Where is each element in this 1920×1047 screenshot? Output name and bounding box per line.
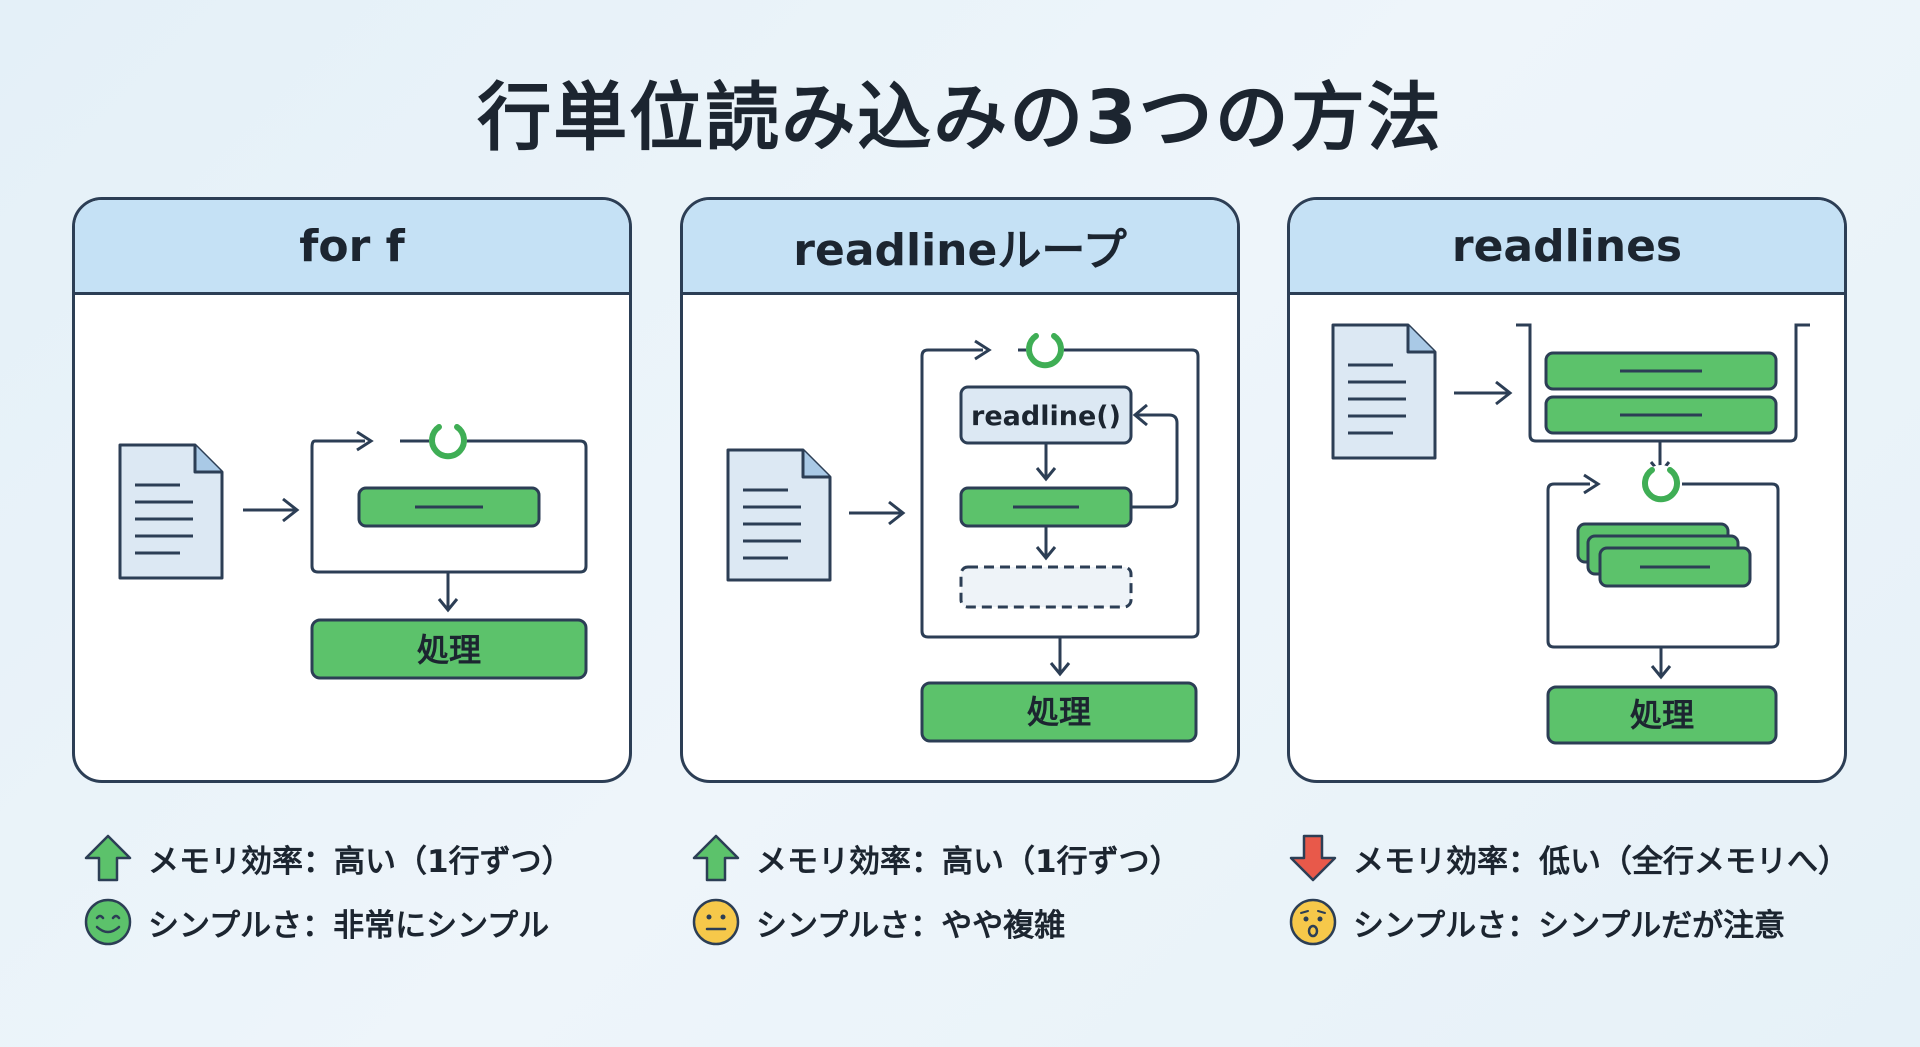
process-label: 処理: [1027, 693, 1091, 731]
readline-call-box: readline(): [959, 385, 1133, 445]
empty-line-placeholder: [959, 565, 1133, 609]
panel-for-f: for f: [72, 197, 632, 783]
up-arrow-icon: [84, 834, 132, 882]
document-icon: [1331, 323, 1437, 460]
down-arrow: [1035, 526, 1057, 561]
panel-header: readlines: [1290, 200, 1844, 295]
notes-for-f: メモリ効率：高い（1行ずつ） シンプルさ：非常にシンプル: [82, 826, 682, 954]
down-arrow: [1650, 647, 1672, 680]
memory-note-text: メモリ効率：高い（1行ずつ）: [148, 843, 573, 880]
panel-header: for f: [75, 200, 629, 295]
panel-header: readlineループ: [683, 200, 1237, 295]
readline-loop-diagram: readline() 処理: [726, 331, 1200, 743]
line-item: [1544, 395, 1778, 435]
memory-note: メモリ効率：高い（1行ずつ）: [690, 826, 1290, 890]
right-arrow-icon: [1454, 380, 1513, 406]
process-label: 処理: [1630, 696, 1694, 734]
line-item: [357, 486, 541, 528]
memory-container: [1516, 323, 1810, 443]
return-arrow: [1131, 403, 1179, 509]
memory-note-text: メモリ効率：低い（全行メモリへ）: [1353, 843, 1849, 880]
notes-readline-loop: メモリ効率：高い（1行ずつ） シンプルさ：やや複雑: [690, 826, 1290, 954]
for-f-diagram: 処理: [118, 422, 588, 680]
loop-icon: [429, 422, 467, 460]
panel-readlines: readlines: [1287, 197, 1847, 783]
process-box: 処理: [310, 618, 588, 680]
down-arrow: [1035, 443, 1057, 482]
down-arrow-icon: [1289, 834, 1337, 882]
process-label: 処理: [417, 631, 481, 669]
line-item: [959, 486, 1133, 528]
simplicity-note: シンプルさ：シンプルだが注意: [1287, 890, 1907, 954]
simplicity-note-text: シンプルさ：非常にシンプル: [148, 907, 550, 944]
memory-note: メモリ効率：低い（全行メモリへ）: [1287, 826, 1907, 890]
readlines-diagram: 処理: [1331, 323, 1810, 745]
memory-note: メモリ効率：高い（1行ずつ）: [82, 826, 682, 890]
down-arrow: [1049, 637, 1071, 677]
loop-box: [1546, 473, 1780, 649]
document-icon: [118, 443, 224, 580]
line-item: [1544, 351, 1778, 391]
stacked-lines: [1576, 522, 1752, 588]
loop-icon: [1642, 465, 1680, 503]
process-box: 処理: [1546, 685, 1778, 745]
notes-readlines: メモリ効率：低い（全行メモリへ） シンプルさ：シンプルだが注意: [1287, 826, 1907, 954]
simplicity-note-text: シンプルさ：シンプルだが注意: [1353, 907, 1786, 944]
right-arrow-icon: [243, 497, 300, 523]
right-arrow-icon: [849, 500, 906, 526]
page-title: 行単位読み込みの3つの方法: [477, 75, 1443, 161]
smile-face-icon: [84, 898, 132, 946]
document-icon: [726, 448, 832, 582]
down-arrow: [437, 572, 459, 613]
readline-call-label: readline(): [971, 401, 1121, 432]
simplicity-note-text: シンプルさ：やや複雑: [756, 907, 1066, 944]
simplicity-note: シンプルさ：やや複雑: [690, 890, 1290, 954]
process-box: 処理: [920, 681, 1198, 743]
panel-readline-loop: readlineループ readline(): [680, 197, 1240, 783]
memory-note-text: メモリ効率：高い（1行ずつ）: [756, 843, 1181, 880]
neutral-face-icon: [692, 898, 740, 946]
worried-face-icon: [1289, 898, 1337, 946]
loop-icon: [1026, 331, 1064, 369]
up-arrow-icon: [692, 834, 740, 882]
simplicity-note: シンプルさ：非常にシンプル: [82, 890, 682, 954]
